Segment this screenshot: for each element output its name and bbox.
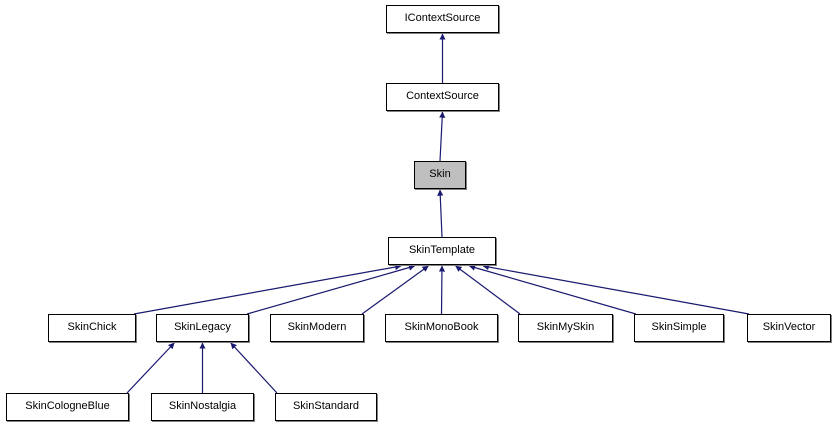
class-node-label: SkinMySkin: [536, 321, 595, 333]
inheritance-arrow-skin-to-contextsource: [439, 111, 446, 162]
inheritance-arrow-skinsimple-to-skintemplate: [468, 264, 637, 315]
inheritance-arrow-skinmodern-to-skintemplate: [361, 265, 429, 315]
class-node-skinvector[interactable]: SkinVector: [747, 314, 831, 342]
class-node-icontextsource[interactable]: IContextSource: [386, 5, 499, 33]
class-node-label: SkinCologneBlue: [25, 400, 110, 412]
class-node-label: SkinLegacy: [174, 321, 231, 333]
inheritance-arrow-skinmonobook-to-skintemplate: [438, 265, 446, 315]
inheritance-arrow-skinlegacy-to-skintemplate: [246, 264, 416, 315]
inheritance-arrow-skincologneblue-to-skinlegacy: [126, 342, 175, 394]
inheritance-arrow-skinstandard-to-skinlegacy: [230, 342, 278, 394]
class-node-skinchick[interactable]: SkinChick: [48, 314, 136, 342]
class-node-skinmodern[interactable]: SkinModern: [270, 314, 364, 342]
edge-group: [126, 33, 750, 394]
class-node-skinstandard[interactable]: SkinStandard: [275, 393, 377, 421]
class-node-contextsource[interactable]: ContextSource: [386, 83, 499, 111]
class-node-label: SkinSimple: [651, 321, 707, 333]
class-node-skincologneblue[interactable]: SkinCologneBlue: [6, 393, 129, 421]
class-node-label: Skin: [429, 168, 451, 180]
class-node-skin[interactable]: Skin: [414, 161, 466, 189]
inheritance-arrow-skinchick-to-skintemplate: [133, 263, 402, 315]
class-node-label: SkinVector: [762, 321, 816, 333]
class-node-skinnostalgia[interactable]: SkinNostalgia: [151, 393, 254, 421]
class-node-label: ContextSource: [406, 90, 479, 102]
class-node-label: SkinStandard: [292, 400, 360, 412]
class-node-skintemplate[interactable]: SkinTemplate: [388, 237, 496, 265]
class-node-skinsimple[interactable]: SkinSimple: [634, 314, 724, 342]
inheritance-arrow-skintemplate-to-skin: [437, 189, 444, 238]
class-node-label: IContextSource: [404, 12, 481, 24]
class-node-label: SkinChick: [67, 321, 117, 333]
inheritance-arrow-skinmyskin-to-skintemplate: [455, 265, 521, 315]
class-node-label: SkinNostalgia: [168, 400, 237, 412]
class-node-label: SkinMonoBook: [404, 321, 479, 333]
class-node-skinmyskin[interactable]: SkinMySkin: [518, 314, 613, 342]
class-node-skinmonobook[interactable]: SkinMonoBook: [385, 314, 498, 342]
inheritance-arrow-skinvector-to-skintemplate: [482, 263, 750, 315]
class-node-label: SkinModern: [287, 321, 347, 333]
class-node-label: SkinTemplate: [408, 244, 476, 256]
class-node-skinlegacy[interactable]: SkinLegacy: [156, 314, 249, 342]
